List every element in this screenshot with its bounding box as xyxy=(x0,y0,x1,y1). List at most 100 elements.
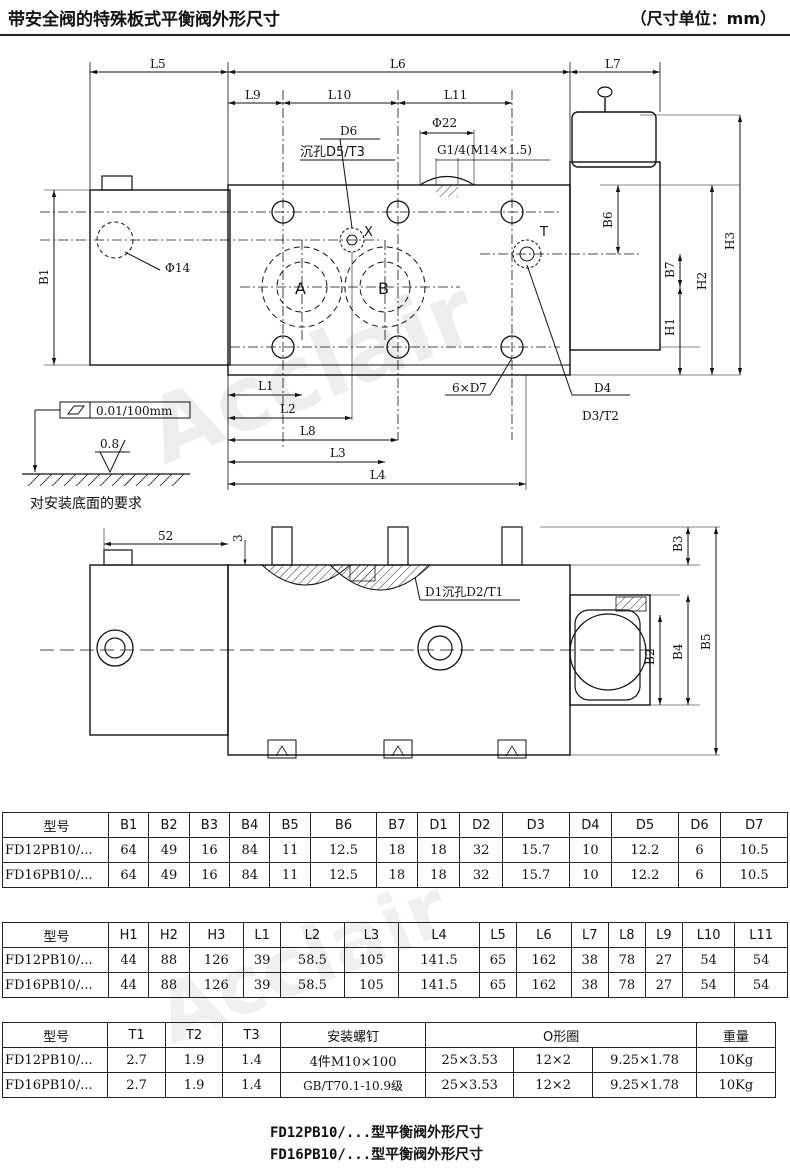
table-cell: 1.9 xyxy=(164,1072,224,1098)
table-header-cell: H3 xyxy=(188,922,245,948)
valve-outline-drawing: L5 L6 L7 L9 L10 L11 D6 沉孔D5/T3 Φ22 G1/4(… xyxy=(22,57,743,759)
port-T-label: T xyxy=(539,225,548,240)
table-cell: FD16PB10/... xyxy=(1,1072,109,1098)
table-cell: 78 xyxy=(607,972,646,998)
table-header-cell: D5 xyxy=(611,812,679,838)
table-header-cell: D3 xyxy=(502,812,570,838)
table-cell: FD12PB10/... xyxy=(1,1047,109,1073)
table-header-cell: 重量 xyxy=(695,1022,777,1048)
table-cell: 27 xyxy=(644,947,683,973)
dim-B6: B6 xyxy=(601,212,615,228)
table-cell: 11 xyxy=(269,837,311,863)
table-header-row: 型号 B1 B2 B3 B4 B5 B6 B7 D1 D2 D3 D4 D5 D… xyxy=(2,812,788,838)
counterbore-D5: 沉孔D5/T3 xyxy=(300,145,365,160)
table-cell: 58.5 xyxy=(280,947,345,973)
dim-D6: D6 xyxy=(340,124,357,138)
table-row: FD12PB10/... 44 88 126 39 58.5 105 141.5… xyxy=(2,947,788,973)
table-header-cell: 型号 xyxy=(2,812,109,838)
dim-H3: H3 xyxy=(723,232,737,250)
table-cell: 65 xyxy=(478,972,518,998)
table-cell: 32 xyxy=(459,837,504,863)
table-cell: 39 xyxy=(243,972,282,998)
table-header-cell: L2 xyxy=(280,922,345,948)
page-title: 带安全阀的特殊板式平衡阀外形尺寸 xyxy=(8,10,280,30)
table-header-cell: B7 xyxy=(376,812,418,838)
flatness-tolerance: 0.01/100mm xyxy=(96,404,173,418)
table-header-cell: B4 xyxy=(229,812,271,838)
dim-D3-T2: D3/T2 xyxy=(582,409,619,423)
table-header-cell: L7 xyxy=(570,922,609,948)
table-cell: 32 xyxy=(459,862,504,888)
table-cell: 18 xyxy=(376,862,418,888)
dim-3: 3 xyxy=(231,534,245,542)
table-cell: 105 xyxy=(343,972,400,998)
table-header-cell: 型号 xyxy=(1,1022,109,1048)
table-header-cell: D2 xyxy=(459,812,504,838)
table-cell: FD16PB10/... xyxy=(2,972,109,998)
table-cell: 16 xyxy=(188,862,231,888)
dim-L2: L2 xyxy=(280,402,296,416)
table-cell: 18 xyxy=(416,837,461,863)
table-row: FD16PB10/... 64 49 16 84 11 12.5 18 18 3… xyxy=(2,862,788,888)
table-header-cell: B5 xyxy=(269,812,311,838)
table-cell: 84 xyxy=(229,837,271,863)
table-cell: 162 xyxy=(516,972,572,998)
dim-phi22: Φ22 xyxy=(432,116,457,130)
table-header-cell: B2 xyxy=(148,812,190,838)
table-cell: 2.7 xyxy=(107,1072,166,1098)
table-header-cell: B1 xyxy=(107,812,150,838)
table-cell: 18 xyxy=(416,862,461,888)
table-header-cell: L10 xyxy=(681,922,736,948)
left-cap xyxy=(101,175,133,191)
table-cell: 39 xyxy=(243,947,282,973)
dim-D4: D4 xyxy=(594,381,612,395)
dim-B5: B5 xyxy=(699,634,713,650)
table-cell: 49 xyxy=(148,837,190,863)
port-X-label: X xyxy=(364,225,373,240)
table-cell: 15.7 xyxy=(502,862,570,888)
table-cell: 16 xyxy=(188,837,231,863)
unit-note: （尺寸单位：mm） xyxy=(630,9,776,28)
counterbore-D1: D1沉孔D2/T1 xyxy=(425,585,503,599)
table-cell: 38 xyxy=(570,947,609,973)
table-cell: 4件M10×100 xyxy=(279,1047,427,1073)
table-cell: 2.7 xyxy=(107,1047,166,1073)
table-cell: 141.5 xyxy=(398,972,480,998)
dim-L7: L7 xyxy=(605,57,621,71)
table-cell: 141.5 xyxy=(398,947,480,973)
spec-table-3: 型号 T1 T2 T3 安装螺钉 O形圈 重量 FD12PB10/... 2.7… xyxy=(1,1022,777,1098)
table-row: FD12PB10/... 64 49 16 84 11 12.5 18 18 3… xyxy=(2,837,788,863)
table-cell: 1.4 xyxy=(222,1047,281,1073)
right-block xyxy=(569,161,661,351)
table-header-cell: L9 xyxy=(644,922,683,948)
left-block xyxy=(89,189,231,366)
table-header-cell: L4 xyxy=(398,922,480,948)
port-B-label: B xyxy=(378,279,389,298)
table-header-cell: D1 xyxy=(416,812,461,838)
dim-L4: L4 xyxy=(370,468,386,482)
table-header-cell: L3 xyxy=(343,922,400,948)
table-cell: 126 xyxy=(188,947,245,973)
table-header-row: 型号 T1 T2 T3 安装螺钉 O形圈 重量 xyxy=(1,1022,777,1048)
table-header-cell: T2 xyxy=(164,1022,224,1048)
table-cell: 12×2 xyxy=(513,1047,594,1073)
main-body xyxy=(227,184,571,376)
table-header-row: 型号 H1 H2 H3 L1 L2 L3 L4 L5 L6 L7 L8 L9 L… xyxy=(2,922,788,948)
table-header-cell: D6 xyxy=(677,812,722,838)
table-cell: 54 xyxy=(734,972,788,998)
dim-L9: L9 xyxy=(245,88,261,102)
table-cell: 25×3.53 xyxy=(425,1072,515,1098)
dim-L3: L3 xyxy=(330,446,346,460)
spec-table-1: 型号 B1 B2 B3 B4 B5 B6 B7 D1 D2 D3 D4 D5 D… xyxy=(2,812,788,888)
table-header-cell: D4 xyxy=(568,812,613,838)
dim-H1: H1 xyxy=(663,318,677,336)
dim-6xD7: 6×D7 xyxy=(452,381,487,395)
table-header-cell: 安装螺钉 xyxy=(279,1022,427,1048)
table-cell: 105 xyxy=(343,947,400,973)
table-header-cell: L5 xyxy=(478,922,518,948)
port-A-label: A xyxy=(295,279,306,298)
table-cell: 11 xyxy=(269,862,311,888)
table-cell: FD12PB10/... xyxy=(2,837,109,863)
table-cell: 6 xyxy=(677,862,722,888)
table-cell: 38 xyxy=(570,972,609,998)
